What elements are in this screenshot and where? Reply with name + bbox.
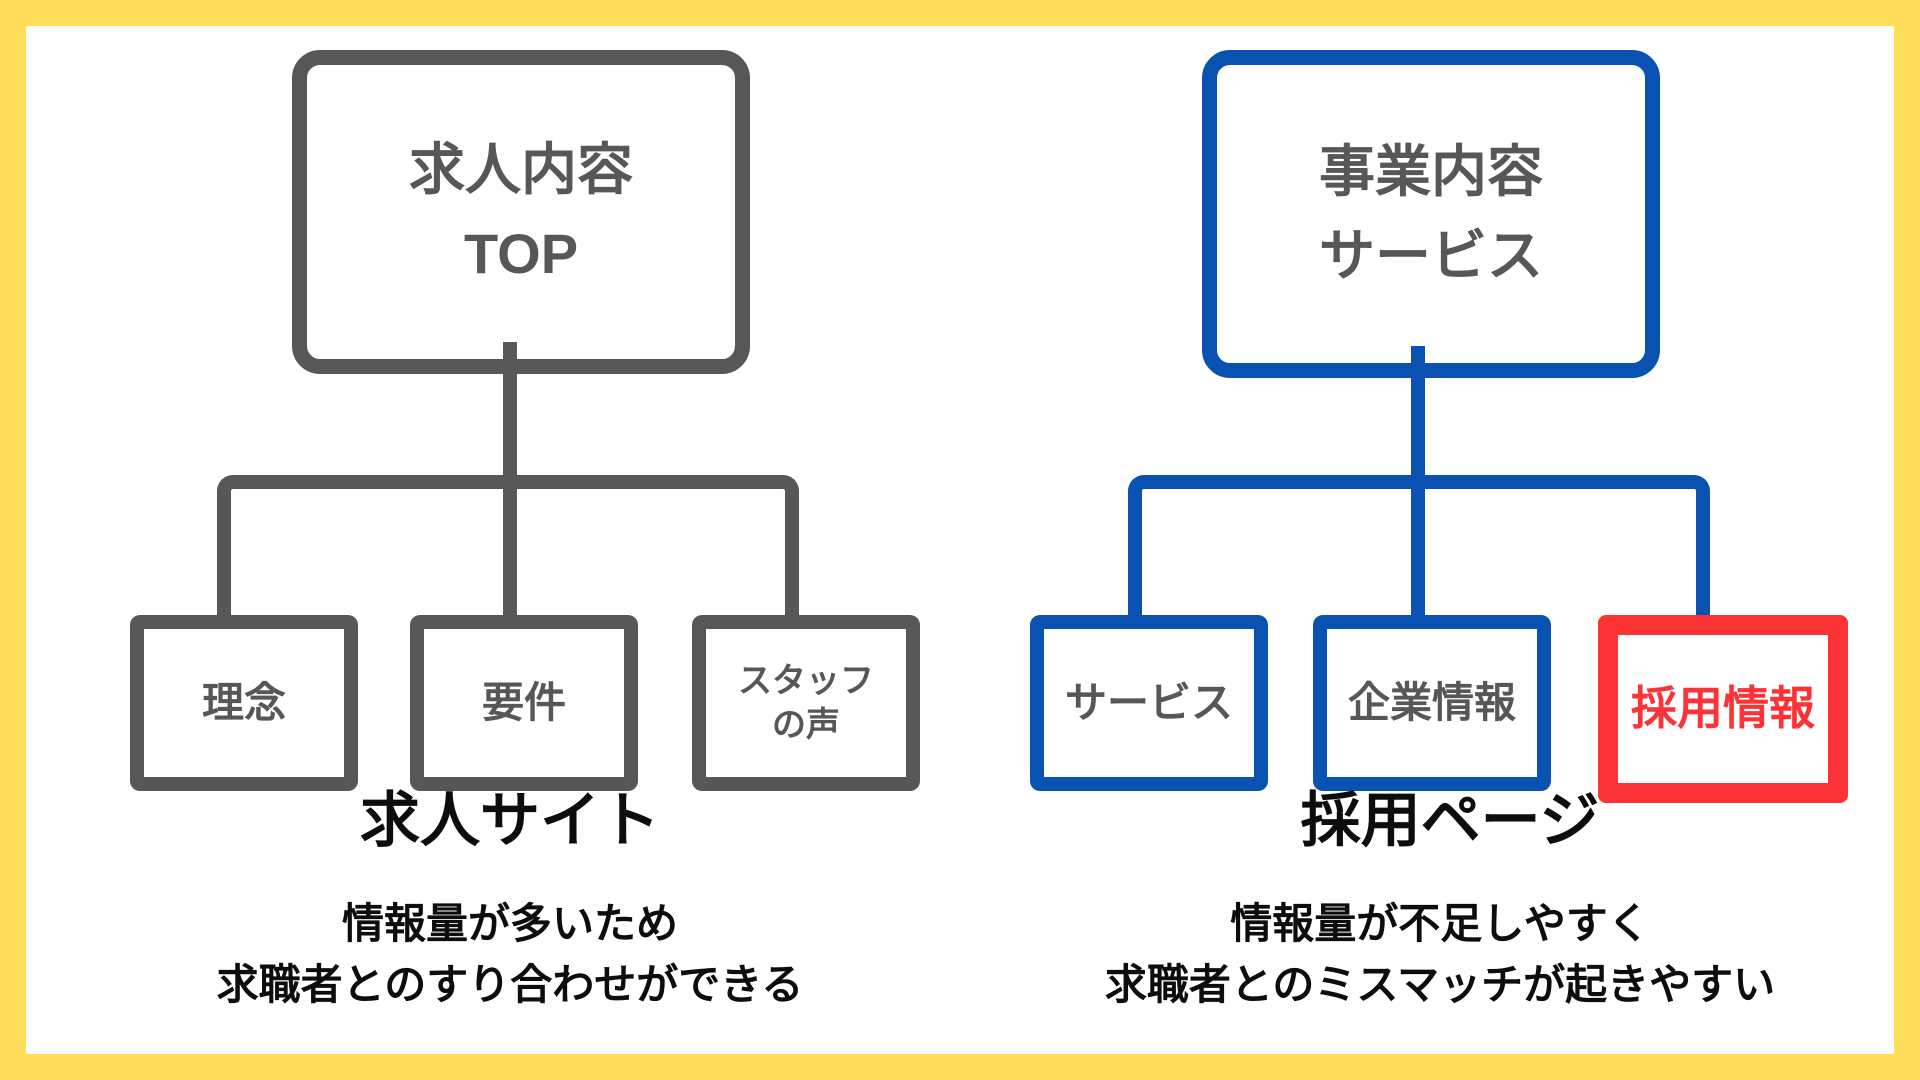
staff-voice-box: スタッフ の声 (692, 615, 920, 791)
philosophy-box: 理念 (130, 615, 358, 791)
requirements-box: 要件 (410, 615, 638, 791)
job-content-top-box-line1: 求人内容 (409, 138, 633, 201)
left-section-description-line2: 求職者とのすり合わせができる (216, 960, 804, 1008)
right-section-description: 情報量が不足しやすく 求職者とのミスマッチが起きやすい (970, 894, 1910, 1016)
recruit-info-box-label: 採用情報 (1631, 682, 1815, 735)
right-section-description-line1: 情報量が不足しやすく (1230, 900, 1650, 947)
right-connector-elbow-right (1418, 475, 1710, 618)
left-connector-elbow-left (217, 475, 510, 618)
right-connector-elbow-left (1128, 475, 1418, 618)
staff-voice-box-label-line2: の声 (772, 706, 840, 744)
staff-voice-box-label-line1: スタッフ (738, 661, 874, 700)
job-content-top-box: 求人内容 TOP (292, 50, 750, 374)
left-section-description: 情報量が多いため 求職者とのすり合わせができる (35, 894, 985, 1016)
job-content-top-box-line2: TOP (463, 222, 579, 285)
right-connector-drop-middle (1411, 475, 1425, 618)
left-section-title: 求人サイト (360, 787, 660, 854)
recruit-info-box-highlighted: 採用情報 (1598, 615, 1848, 803)
business-content-top-box: 事業内容 サービス (1202, 50, 1660, 378)
business-content-top-box-line2: サービス (1319, 224, 1543, 287)
service-box: サービス (1030, 615, 1268, 791)
company-info-box: 企業情報 (1313, 615, 1551, 791)
left-section-description-line1: 情報量が多いため (341, 900, 678, 947)
company-info-box-label: 企業情報 (1347, 678, 1516, 726)
requirements-box-label: 要件 (481, 678, 566, 726)
philosophy-box-label: 理念 (201, 678, 286, 726)
left-connector-drop-middle (503, 475, 517, 618)
left-connector-stem (503, 342, 517, 478)
left-connector-elbow-right (510, 475, 799, 618)
service-box-label: サービス (1064, 678, 1233, 726)
right-connector-stem (1411, 346, 1425, 478)
right-section-description-line2: 求職者とのミスマッチが起きやすい (1104, 960, 1776, 1008)
business-content-top-box-line1: 事業内容 (1319, 140, 1543, 203)
right-section-title: 採用ページ (1300, 787, 1600, 854)
